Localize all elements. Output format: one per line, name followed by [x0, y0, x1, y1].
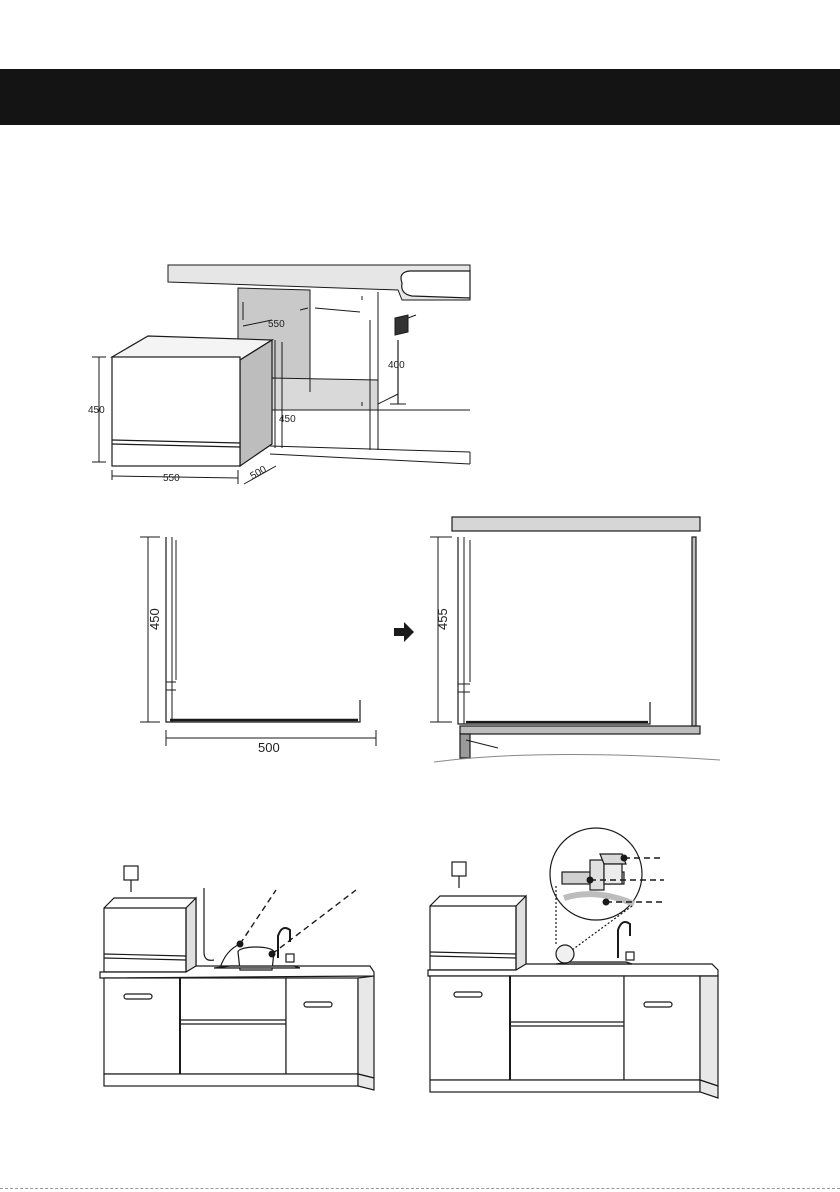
- arrow-right-icon: [394, 622, 414, 642]
- profile-left: [166, 537, 360, 722]
- dishwasher-unit: [112, 336, 272, 466]
- magnified-connector-detail: [550, 828, 642, 950]
- callout-dot: [237, 941, 244, 948]
- dim-unit-width: 550: [163, 473, 180, 484]
- dim-unit-height-side: 450: [279, 414, 296, 425]
- dim-cabinet-width: 550: [268, 319, 285, 330]
- cabinet-opening: [238, 288, 470, 464]
- installation-cabinet-diagram: 550 400 450 550 450 500: [0, 0, 840, 500]
- callout-lines-left: [240, 890, 356, 954]
- dim-unit-height: 450: [88, 405, 105, 416]
- dim-lines-left: [140, 537, 376, 746]
- bottom-rule: [0, 1188, 840, 1189]
- dim-right-height: 455: [435, 608, 450, 630]
- countertop-placement-diagram: [0, 820, 840, 1120]
- callout-dot: [269, 951, 276, 958]
- dim-unit-depth: 500: [249, 464, 269, 482]
- wall-socket-icon: [452, 862, 466, 876]
- dim-left-height: 450: [147, 608, 162, 630]
- dim-cabinet-height: 400: [388, 360, 405, 371]
- callout-dot: [621, 855, 628, 862]
- callout-dot: [587, 877, 594, 884]
- wall-socket-icon: [124, 866, 138, 880]
- profile-right: [452, 517, 700, 758]
- dim-left-depth: 500: [258, 740, 280, 755]
- side-profile-diagram: 450 500 455: [0, 500, 840, 780]
- sink-icon: [401, 271, 470, 298]
- scene-left: [100, 866, 374, 1090]
- callout-dot: [603, 899, 610, 906]
